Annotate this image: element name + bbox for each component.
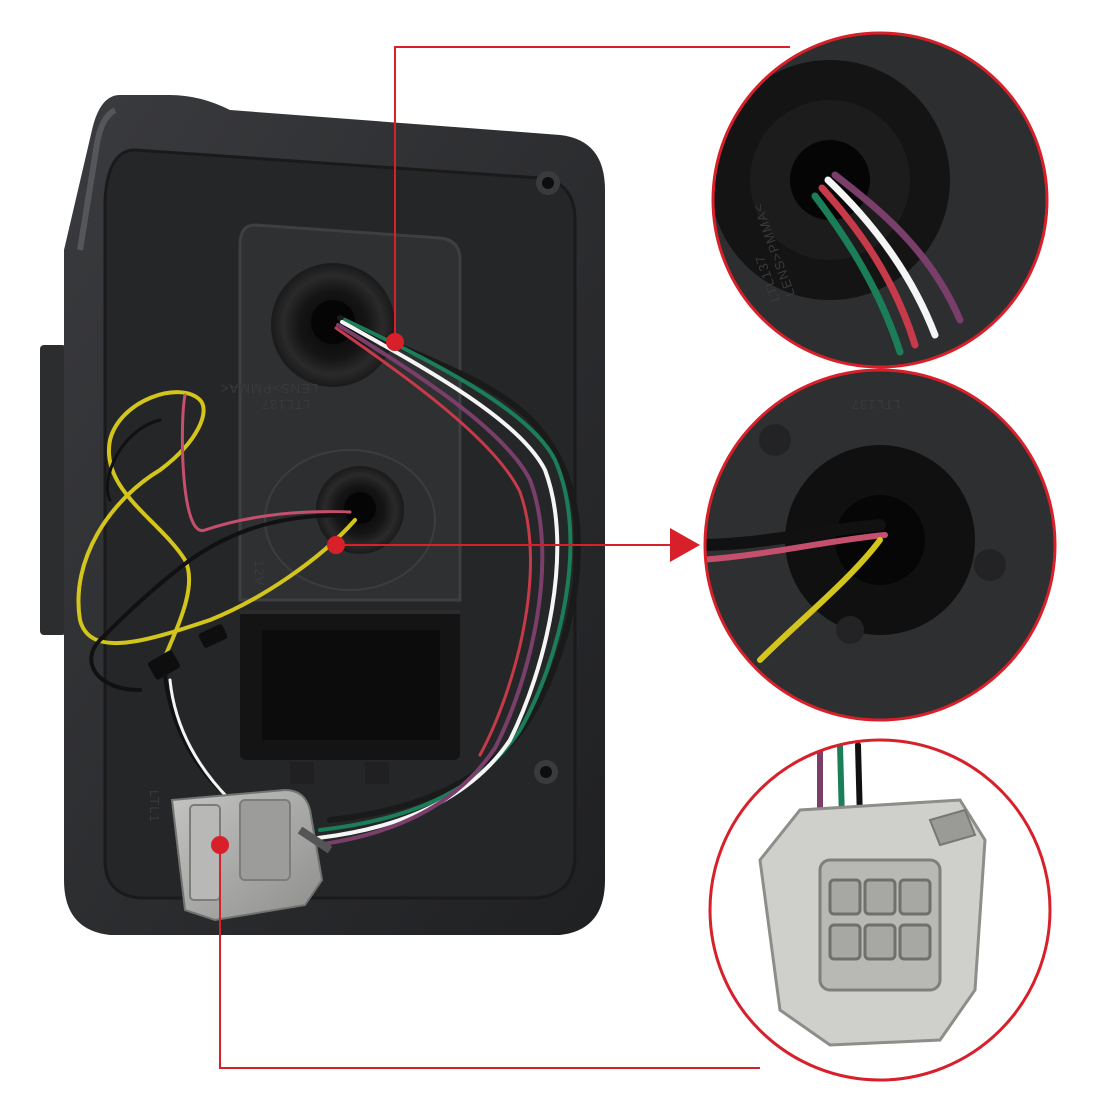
callout-arrow-middle bbox=[670, 528, 700, 562]
screw-hole-top-right bbox=[536, 171, 560, 195]
callout-lines bbox=[219, 46, 790, 1069]
side-mounting-tab bbox=[40, 345, 66, 635]
screw-hole-bottom-right bbox=[534, 760, 558, 784]
connector-pin-grid bbox=[828, 878, 932, 961]
mold-voltage: 12V bbox=[252, 560, 267, 586]
wire-harness bbox=[76, 315, 581, 847]
callout-line-top bbox=[394, 46, 790, 342]
inset-lower-grommet: LTL137 bbox=[703, 368, 1057, 722]
lower-grommet bbox=[316, 466, 404, 554]
circuit-block bbox=[240, 610, 460, 760]
callout-line-bottom bbox=[219, 845, 760, 1069]
inset-upper-grommet: LTL137 LENS>PMMA< bbox=[711, 31, 1049, 369]
six-pin-connector bbox=[170, 788, 333, 922]
callout-dot-bottom bbox=[211, 836, 229, 854]
mold-partial-code: LTL1 bbox=[147, 790, 162, 823]
molded-text-housing: LTL137 LENS>PMMA< bbox=[220, 381, 318, 412]
callout-dot-middle bbox=[327, 536, 345, 554]
mold-part-code: LTL137 bbox=[261, 397, 310, 412]
mold-material: LENS>PMMA< bbox=[220, 381, 318, 396]
inset-connector-face bbox=[708, 738, 1052, 1082]
callout-dot-top bbox=[386, 333, 404, 351]
inset-mid-part-code: LTL137 bbox=[851, 397, 900, 412]
upper-grommet bbox=[271, 263, 395, 387]
tail-light-housing: LTL137 LENS>PMMA< 12V LTL1 bbox=[40, 95, 605, 935]
